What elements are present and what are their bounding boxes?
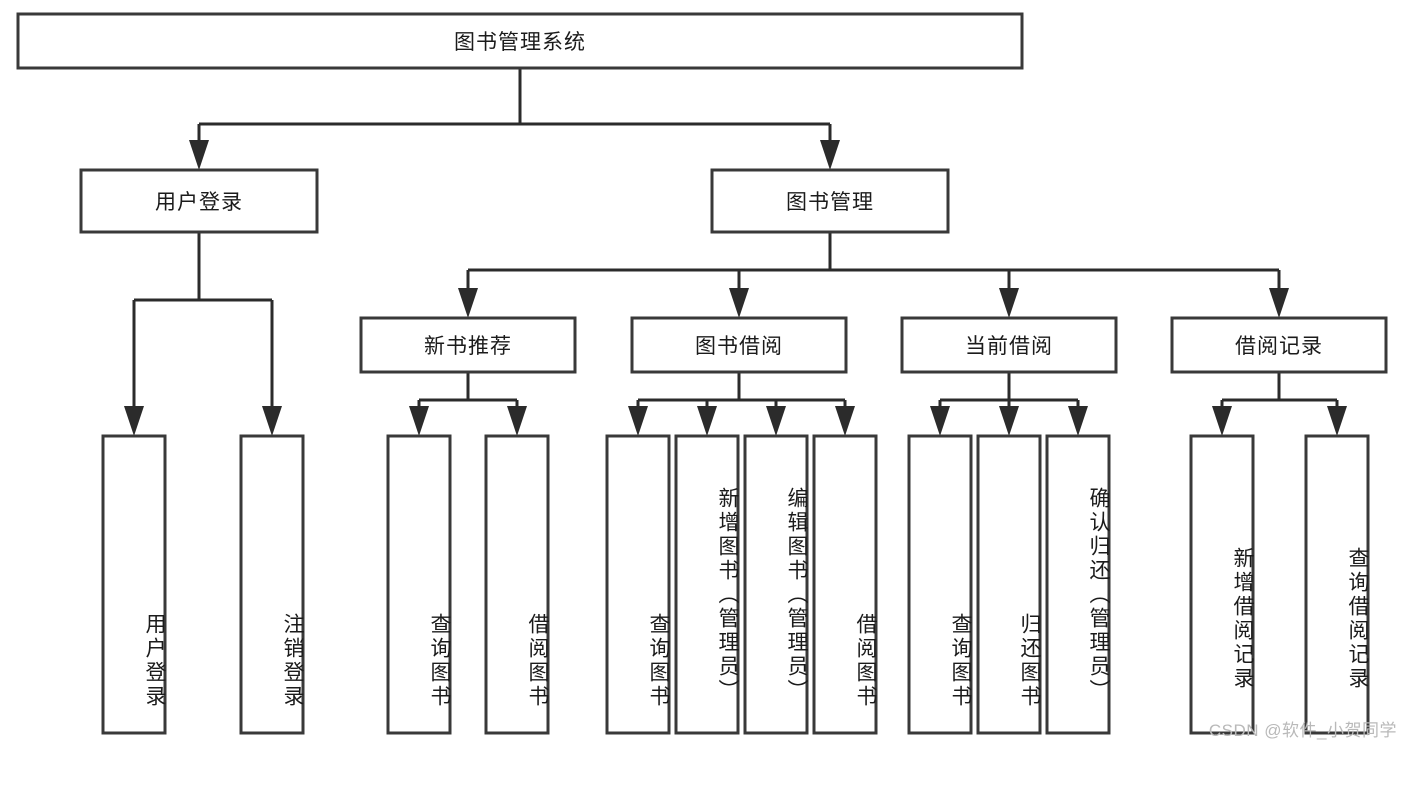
arrow-to-leaf-user-login [124, 406, 144, 436]
arrow-to-leaf-rec-borrow [507, 406, 527, 436]
node-box-borrow-record[interactable] [1170, 316, 1388, 374]
arrow-to-new-book-rec [458, 288, 478, 318]
node-box-leaf-br-query[interactable] [1304, 434, 1370, 735]
node-box-leaf-br-add[interactable] [1189, 434, 1255, 735]
arrow-to-user-login [189, 140, 209, 170]
arrow-to-current-borrow [999, 288, 1019, 318]
node-box-root[interactable] [16, 12, 1024, 70]
node-box-leaf-user-login[interactable] [101, 434, 167, 735]
node-box-leaf-bb-query[interactable] [605, 434, 671, 735]
arrow-to-leaf-cb-query [930, 406, 950, 436]
arrow-to-leaf-cb-return [999, 406, 1019, 436]
arrow-to-leaf-br-add [1212, 406, 1232, 436]
arrow-to-leaf-cb-confirm [1068, 406, 1088, 436]
arrow-to-leaf-bb-borrow [835, 406, 855, 436]
arrow-to-leaf-br-query [1327, 406, 1347, 436]
node-box-leaf-bb-borrow[interactable] [812, 434, 878, 735]
arrow-to-leaf-bb-edit [766, 406, 786, 436]
arrow-to-leaf-bb-add [697, 406, 717, 436]
node-box-layer [16, 12, 1388, 735]
node-box-leaf-bb-add[interactable] [674, 434, 740, 735]
node-box-leaf-cb-return[interactable] [976, 434, 1042, 735]
node-box-book-borrow[interactable] [630, 316, 848, 374]
connector-layer [124, 68, 1347, 436]
node-box-leaf-bb-edit[interactable] [743, 434, 809, 735]
arrow-to-book-manage [820, 140, 840, 170]
node-box-book-manage[interactable] [710, 168, 950, 234]
node-box-leaf-rec-query[interactable] [386, 434, 452, 735]
arrow-to-leaf-user-logout [262, 406, 282, 436]
diagram-canvas: 图书管理系统 用户登录 图书管理 新书推荐 图书借阅 当前借阅 借阅记录 用户登… [16, 12, 1397, 740]
arrow-to-book-borrow [729, 288, 749, 318]
arrow-to-leaf-rec-query [409, 406, 429, 436]
flowchart-svg [16, 12, 1388, 735]
node-box-leaf-cb-confirm[interactable] [1045, 434, 1111, 735]
node-box-current-borrow[interactable] [900, 316, 1118, 374]
arrow-to-borrow-record [1269, 288, 1289, 318]
node-box-leaf-cb-query[interactable] [907, 434, 973, 735]
node-box-leaf-rec-borrow[interactable] [484, 434, 550, 735]
node-box-new-book-rec[interactable] [359, 316, 577, 374]
node-box-user-login[interactable] [79, 168, 319, 234]
node-box-leaf-user-logout[interactable] [239, 434, 305, 735]
csdn-watermark: CSDN @软件_小贺同学 [1208, 721, 1397, 740]
arrow-to-leaf-bb-query [628, 406, 648, 436]
